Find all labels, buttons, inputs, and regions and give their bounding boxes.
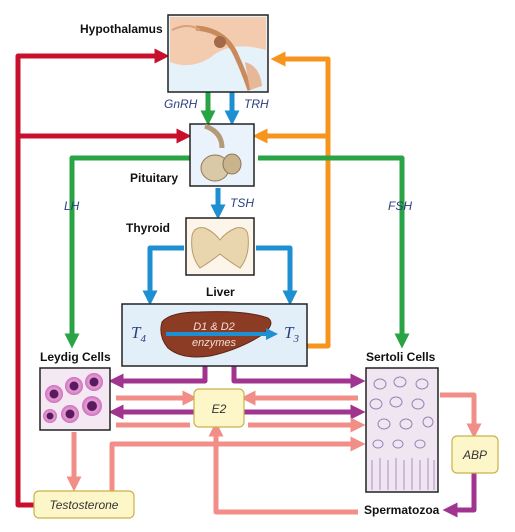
thyroid-to-liver-left: [142, 245, 184, 306]
t3-feedback-arrows: [252, 51, 331, 349]
e2-label: E2: [212, 402, 227, 416]
sertoli-to-abp: [440, 392, 482, 439]
thyroid-image: [185, 217, 255, 276]
leydig-cells-image: [39, 367, 111, 431]
t4-label: T4: [131, 323, 146, 345]
testosterone-label: Testosterone: [50, 498, 119, 512]
testosterone-to-sertoli: [109, 436, 366, 506]
fsh-arrow: [258, 155, 410, 349]
sertoli-label: Sertoli Cells: [366, 350, 436, 364]
pituitary-label: Pituitary: [130, 171, 178, 185]
red-line-to-hypothalamus: [15, 48, 170, 508]
thyroid-to-liver-right: [256, 245, 298, 306]
lh-label: LH: [64, 199, 80, 213]
gonadotropin-arrows: [64, 92, 410, 349]
gnrh-label: GnRH: [164, 97, 198, 111]
abp-to-spermatozoa: [442, 473, 477, 518]
testosterone-feedback-arrows: [15, 48, 192, 508]
sertoli-cells-image: [365, 367, 439, 493]
testosterone-box: Testosterone: [33, 490, 135, 519]
trh-label: TRH: [244, 97, 269, 111]
thyroid-axis-arrows: [142, 92, 298, 306]
tsh-label: TSH: [230, 196, 254, 210]
fsh-label: FSH: [388, 199, 412, 213]
spermatozoa-label: Spermatozoa: [364, 503, 440, 517]
lh-arrow: [64, 155, 190, 349]
salmon-arrows: [66, 390, 482, 515]
hypothalamus-label: Hypothalamus: [80, 22, 163, 36]
t3-label: T3: [284, 323, 299, 345]
purple-arrows: [108, 366, 477, 518]
abp-label: ABP: [462, 448, 487, 462]
spermatozoa-to-e2: [208, 421, 358, 515]
orange-line-to-hypothalamus: [270, 51, 331, 349]
liver-to-sertoli: [231, 366, 366, 389]
enzymes-label-line2: enzymes: [192, 337, 237, 349]
e2-box: E2: [193, 388, 245, 428]
hypothalamus-image: [167, 14, 269, 93]
liver-to-leydig: [108, 366, 208, 389]
liver-label: Liver: [206, 285, 235, 299]
enzymes-label-line1: D1 & D2: [193, 321, 235, 333]
leydig-label: Leydig Cells: [40, 350, 111, 364]
thyroid-label: Thyroid: [126, 221, 170, 235]
pituitary-image: [189, 123, 255, 187]
abp-box: ABP: [451, 435, 499, 474]
